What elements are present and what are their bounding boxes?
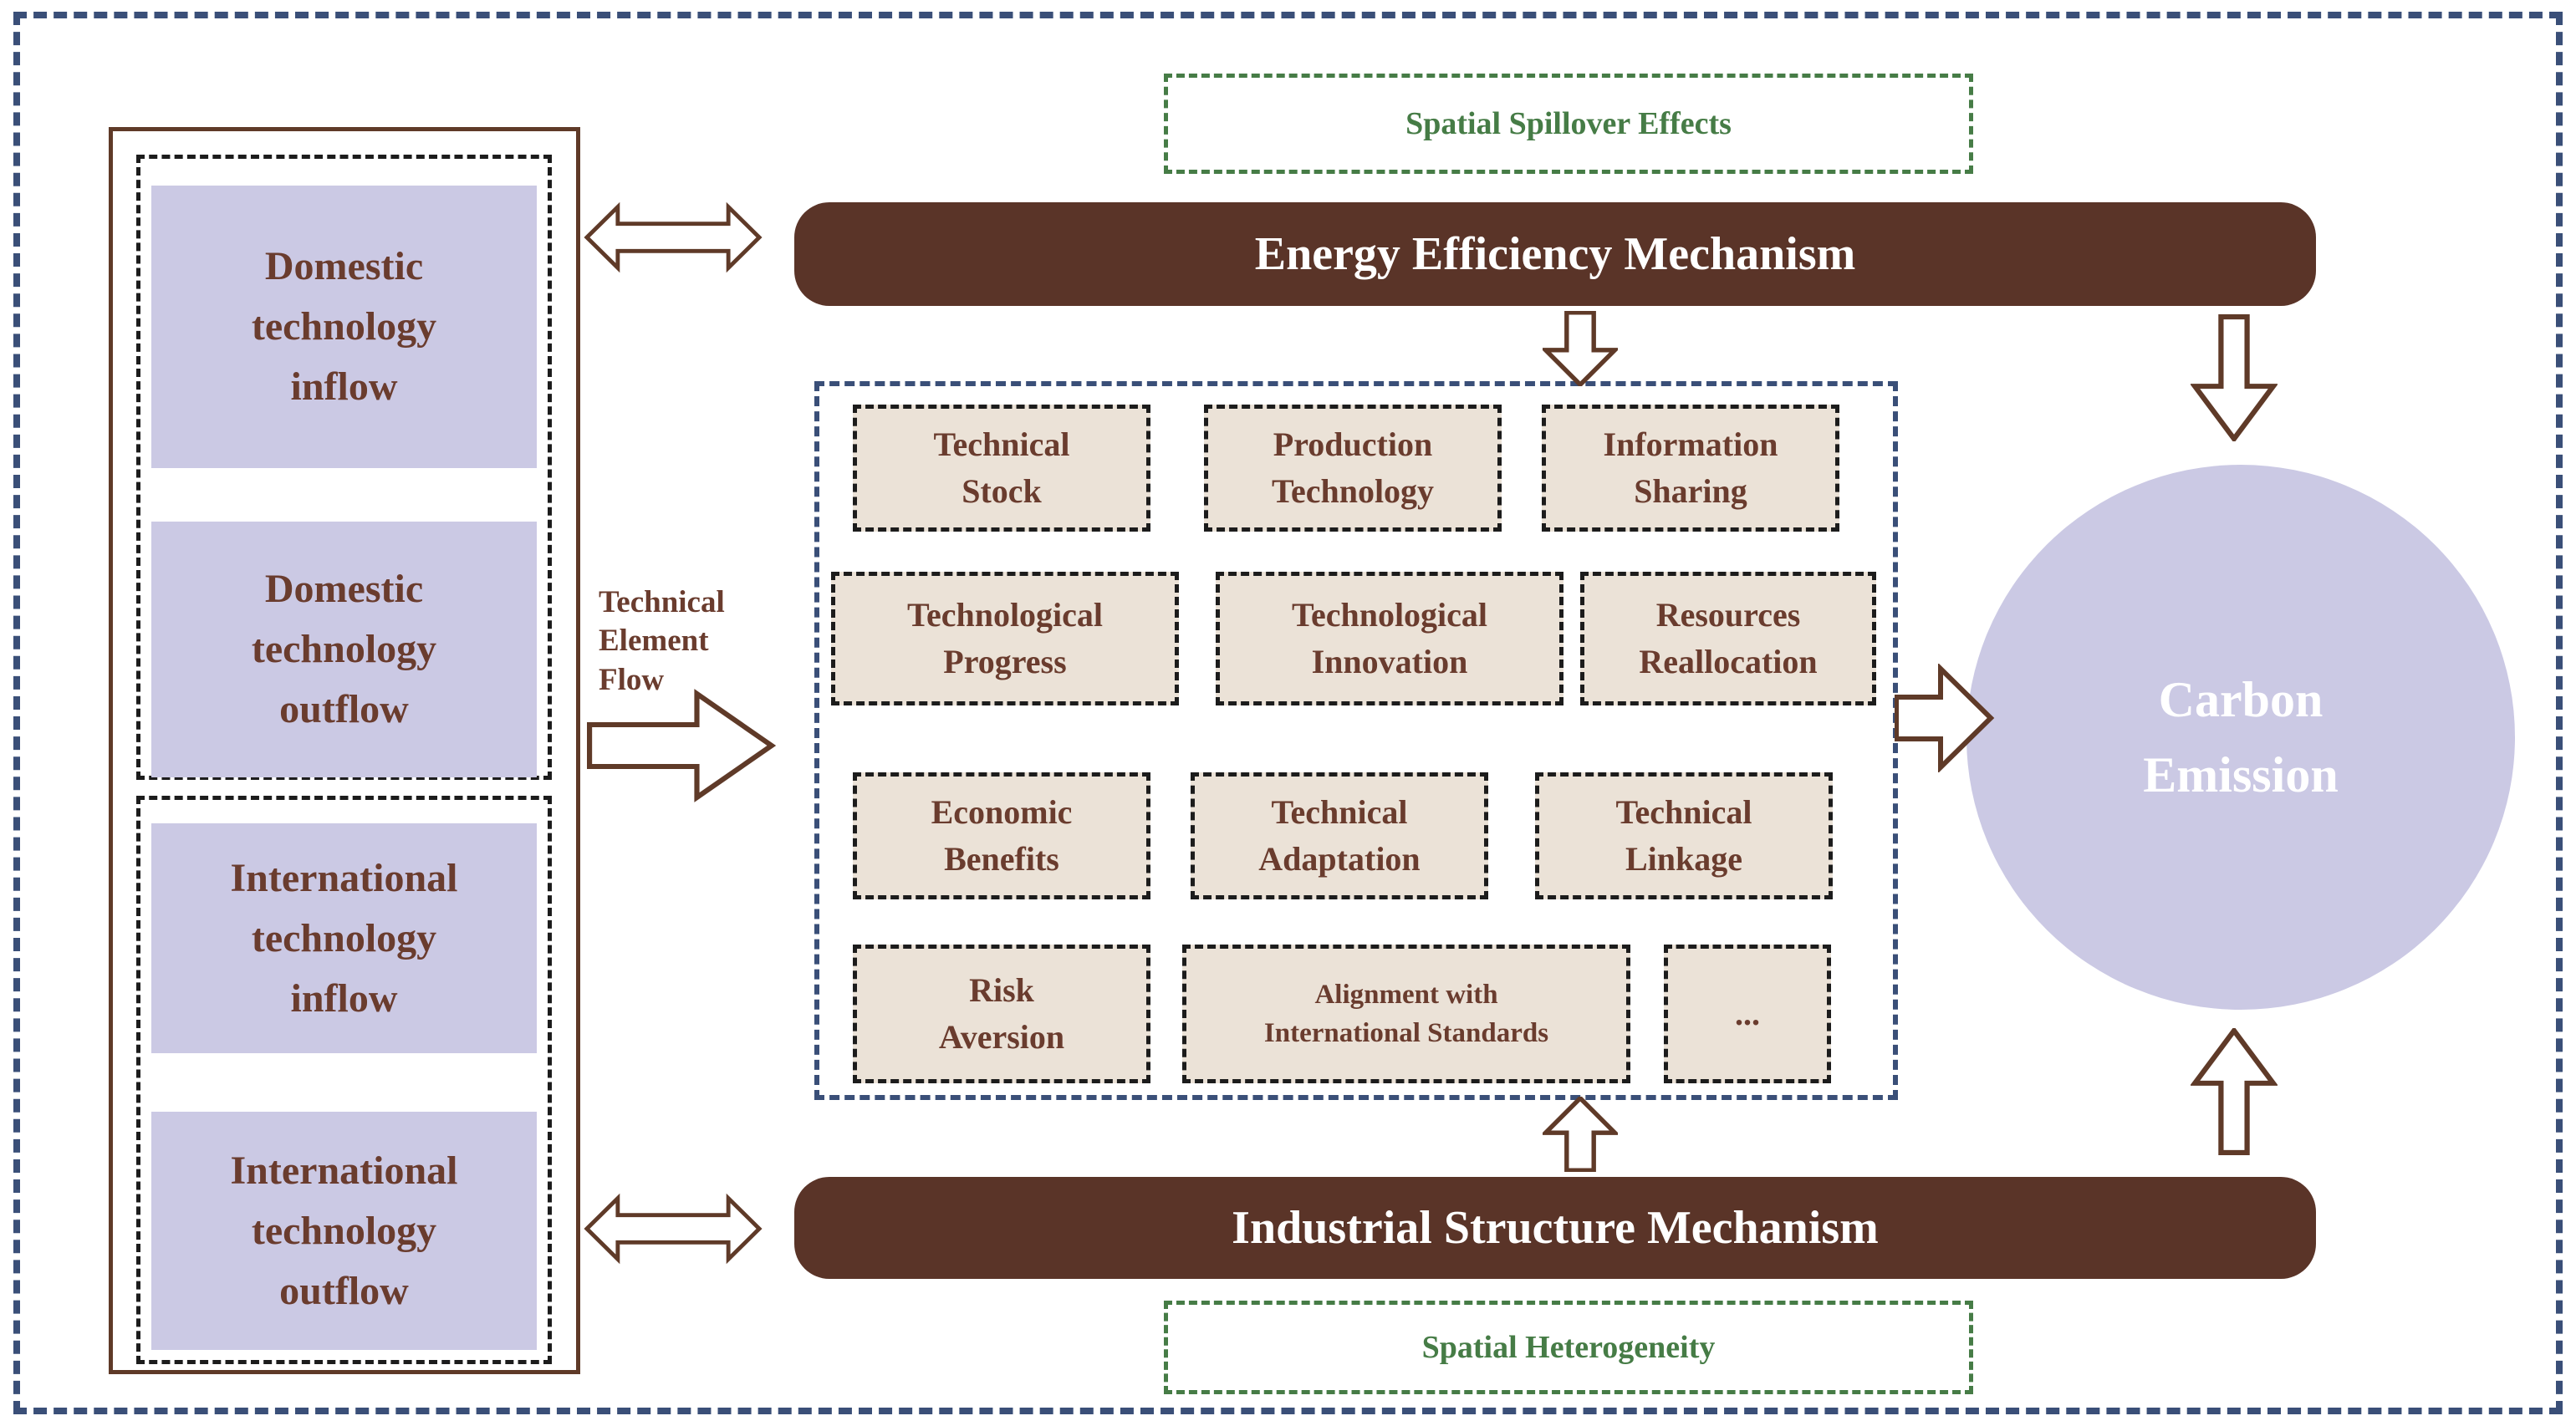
spatial-spillover-effects-box: Spatial Spillover Effects [1164, 74, 1973, 174]
factor-box-technological-progress: Technological Progress [831, 572, 1179, 705]
spatial-heterogeneity-box: Spatial Heterogeneity [1164, 1301, 1973, 1394]
factor-box-information-sharing: Information Sharing [1542, 405, 1839, 532]
factor-box-technical-linkage: Technical Linkage [1535, 772, 1833, 899]
factor-box-ellipsis: ... [1664, 945, 1831, 1083]
up-arrow-icon-center [1543, 1097, 1618, 1172]
factor-box-risk-aversion: Risk Aversion [853, 945, 1150, 1083]
factor-box-production-technology: Production Technology [1204, 405, 1502, 532]
international-technology-inflow-box: International technology inflow [151, 823, 537, 1053]
outer-dashed-border [13, 12, 2563, 1414]
industrial-structure-mechanism-bar: Industrial Structure Mechanism [794, 1177, 2316, 1279]
factor-box-technological-innovation: Technological Innovation [1216, 572, 1563, 705]
factor-box-alignment-international-standards: Alignment with International Standards [1182, 945, 1630, 1083]
double-arrow-icon-top [584, 197, 763, 278]
technical-element-flow-label: Technical Element Flow [599, 585, 725, 697]
factor-box-economic-benefits: Economic Benefits [853, 772, 1150, 899]
flow-right-arrow-icon [587, 687, 776, 804]
down-arrow-icon-center [1543, 311, 1618, 386]
up-arrow-icon-right [2191, 1028, 2278, 1155]
right-arrow-icon-to-circle [1895, 664, 1995, 772]
domestic-group-border [136, 155, 552, 780]
international-technology-outflow-box: International technology outflow [151, 1112, 537, 1350]
factor-box-resources-reallocation: Resources Reallocation [1580, 572, 1876, 705]
domestic-technology-inflow-box: Domestic technology inflow [151, 186, 537, 468]
international-group-border [136, 796, 552, 1364]
carbon-emission-circle: Carbon Emission [1966, 465, 2515, 1010]
factor-box-technical-stock: Technical Stock [853, 405, 1150, 532]
factor-box-technical-adaptation: Technical Adaptation [1191, 772, 1488, 899]
down-arrow-icon-right [2191, 314, 2278, 441]
double-arrow-icon-bottom [584, 1189, 763, 1269]
energy-efficiency-mechanism-bar: Energy Efficiency Mechanism [794, 202, 2316, 306]
domestic-technology-outflow-box: Domestic technology outflow [151, 522, 537, 777]
